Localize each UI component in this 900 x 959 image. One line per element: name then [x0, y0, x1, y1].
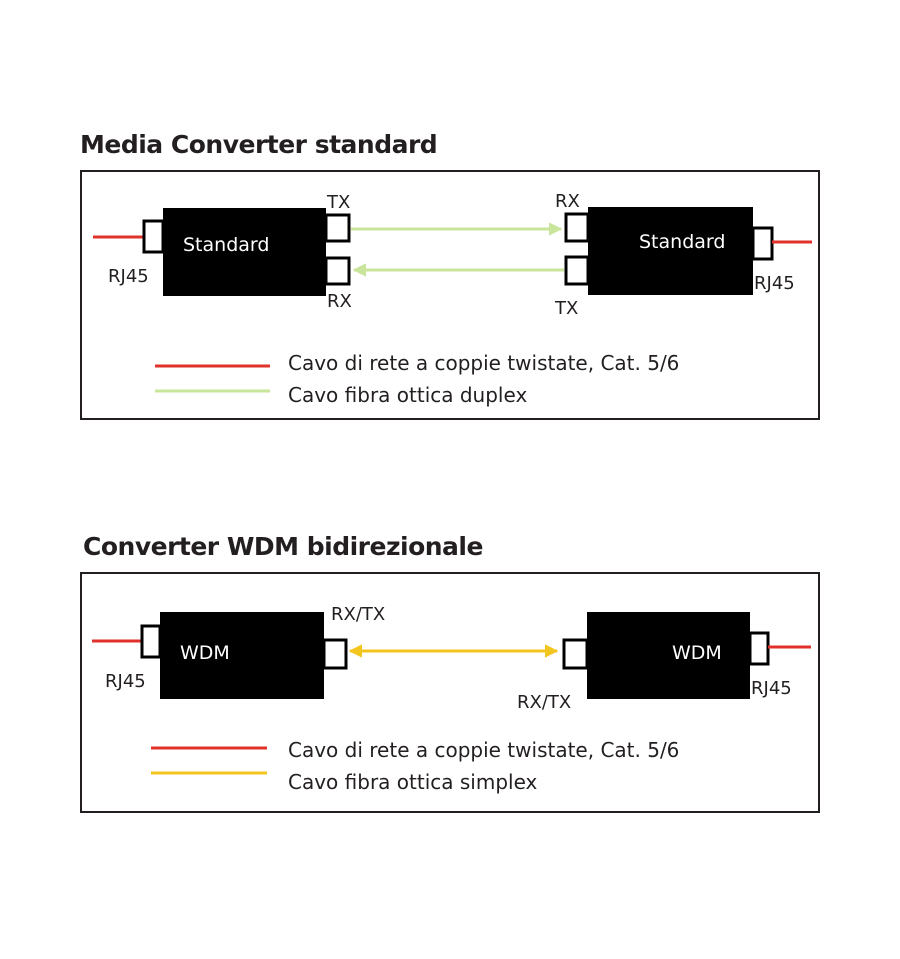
device-standard-right [588, 207, 753, 295]
rx-port-left [324, 256, 351, 286]
standard-diagram-panel: Standard RJ45 TX RX Standard RX TX RJ45 … [80, 170, 820, 420]
device-label-left: Standard [183, 234, 269, 256]
device-wdm-right [587, 612, 750, 699]
tx-port-right [564, 255, 590, 286]
rxtx-label-left: RX/TX [331, 604, 385, 625]
tx-label-left: TX [326, 192, 350, 213]
legend-label-fiber-simplex: Cavo fibra ottica simplex [288, 770, 538, 794]
device-standard-left [163, 208, 326, 296]
panel-frame [80, 170, 820, 420]
section-title-standard: Media Converter standard [80, 130, 438, 159]
rxtx-label-right: RX/TX [517, 692, 571, 713]
wdm-diagram-panel: WDM RJ45 RX/TX WDM RX/TX RJ45 Cavo di re… [80, 572, 820, 813]
rx-label-right: RX [555, 191, 580, 212]
section-title-wdm: Converter WDM bidirezionale [83, 532, 483, 561]
rj45-port-right [748, 631, 770, 666]
rj45-port-right [751, 226, 774, 261]
device-label-right: WDM [672, 642, 722, 664]
rj45-label-right: RJ45 [751, 678, 792, 699]
legend-label-twisted-pair: Cavo di rete a coppie twistate, Cat. 5/6 [288, 738, 679, 762]
rj45-port-left [140, 624, 162, 659]
legend-label-twisted-pair: Cavo di rete a coppie twistate, Cat. 5/6 [288, 351, 679, 375]
rj45-label-left: RJ45 [108, 266, 149, 287]
tx-port-left [324, 213, 351, 243]
rx-port-right [564, 212, 590, 243]
legend-label-fiber-duplex: Cavo fibra ottica duplex [288, 383, 527, 407]
tx-label-right: TX [554, 298, 578, 319]
rxtx-port-right [562, 638, 589, 670]
rxtx-port-left [322, 638, 348, 670]
rj45-label-left: RJ45 [105, 671, 146, 692]
device-label-left: WDM [180, 642, 230, 664]
device-wdm-left [160, 612, 324, 699]
rx-label-left: RX [327, 291, 352, 312]
rj45-port-left [142, 219, 165, 254]
panel-frame [80, 572, 820, 813]
device-label-right: Standard [639, 231, 725, 253]
rj45-label-right: RJ45 [754, 273, 795, 294]
